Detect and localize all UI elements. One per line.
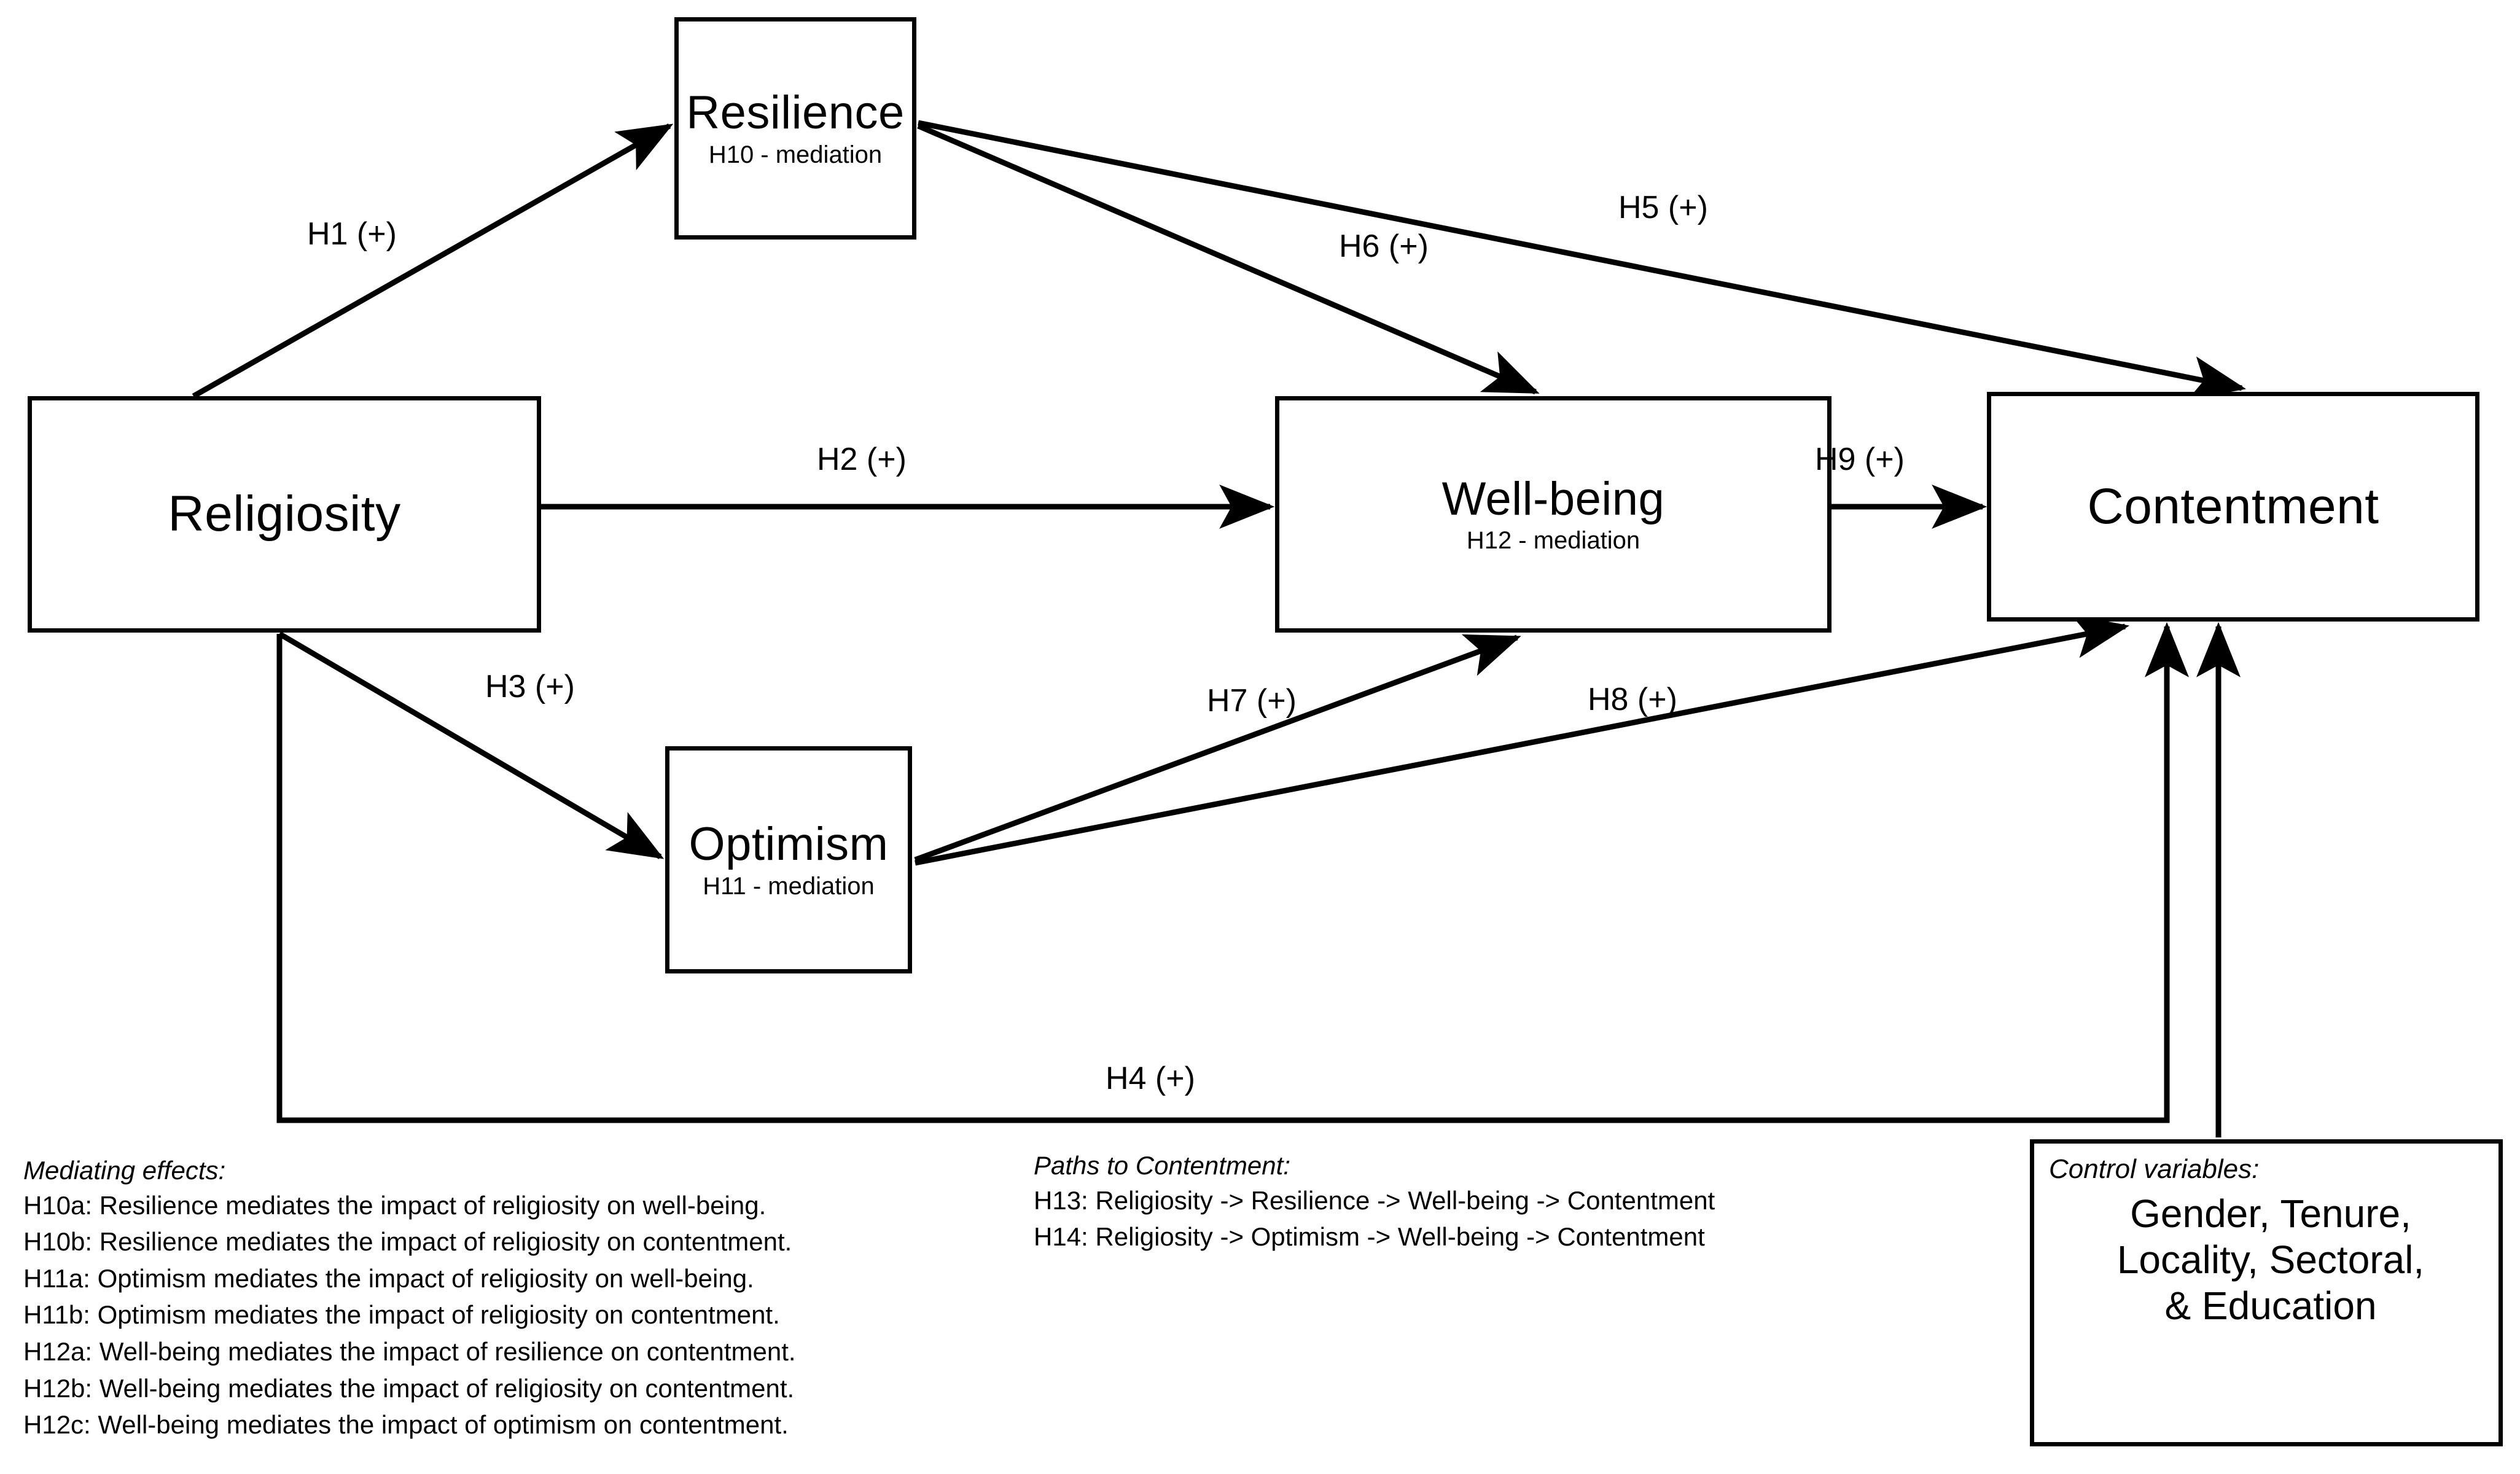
node-resilience-label: Resilience <box>686 87 905 139</box>
path-label-h3: H3 (+) <box>485 669 575 704</box>
control-variables-heading: Control variables: <box>2049 1154 2260 1184</box>
paths-to-contentment-block: Paths to Contentment: H13: Religiosity -… <box>1034 1150 1715 1255</box>
path-line-h7 <box>914 634 1521 863</box>
node-contentment-label: Contentment <box>2087 478 2379 534</box>
node-optimism-sublabel: H11 - mediation <box>703 872 875 900</box>
mediating-effects-heading: Mediating effects: <box>23 1156 226 1185</box>
paths-to-contentment-item: H13: Religiosity -> Resilience -> Well-b… <box>1034 1185 1715 1215</box>
node-resilience-sublabel: H10 - mediation <box>708 141 883 168</box>
path-label-h2: H2 (+) <box>817 442 907 477</box>
path-label-h4: H4 (+) <box>1106 1061 1195 1096</box>
node-wellbeing-label: Well-being <box>1441 472 1665 525</box>
control-variables-line-1: Gender, Tenure, <box>2130 1191 2411 1236</box>
path-line-h3 <box>278 631 665 859</box>
mediating-effects-item: H11a: Optimism mediates the impact of re… <box>23 1263 754 1293</box>
mediating-effects-item: H12c: Well-being mediates the impact of … <box>23 1410 789 1440</box>
node-resilience[interactable]: Resilience H10 - mediation <box>674 17 916 240</box>
node-wellbeing[interactable]: Well-being H12 - mediation <box>1275 396 1831 633</box>
paths-to-contentment-heading: Paths to Contentment: <box>1034 1151 1290 1180</box>
node-wellbeing-sublabel: H12 - mediation <box>1466 527 1640 555</box>
node-religiosity[interactable]: Religiosity <box>28 396 541 633</box>
mediating-effects-item: H12a: Well-being mediates the impact of … <box>23 1337 796 1366</box>
path-line-h1 <box>192 123 674 399</box>
node-contentment[interactable]: Contentment <box>1987 392 2479 622</box>
mediating-effects-item: H11b: Optimism mediates the impact of re… <box>23 1300 780 1330</box>
path-label-h5: H5 (+) <box>1618 190 1708 225</box>
node-optimism-label: Optimism <box>689 818 889 871</box>
control-variables-box[interactable]: Control variables: Gender, Tenure, Local… <box>2030 1139 2503 1446</box>
path-label-h1: H1 (+) <box>307 216 397 252</box>
paths-to-contentment-item: H14: Religiosity -> Optimism -> Well-bei… <box>1034 1222 1705 1252</box>
path-line-h8 <box>915 614 2130 866</box>
path-label-h7: H7 (+) <box>1207 683 1297 719</box>
control-variables-line-2: Locality, Sectoral, <box>2116 1237 2425 1282</box>
control-variables-line-3: & Education <box>2164 1283 2377 1328</box>
path-line-h5 <box>918 120 2247 400</box>
path-line-h4 <box>276 622 2189 1123</box>
mediating-effects-item: H10a: Resilience mediates the impact of … <box>23 1190 767 1220</box>
mediating-effects-item: H12b: Well-being mediates the impact of … <box>23 1373 795 1403</box>
mediating-effects-block: Mediating effects: H10a: Resilience medi… <box>23 1155 796 1443</box>
mediating-effects-item: H10b: Resilience mediates the impact of … <box>23 1227 792 1257</box>
node-optimism[interactable]: Optimism H11 - mediation <box>665 746 912 973</box>
path-label-h6: H6 (+) <box>1339 228 1429 264</box>
path-label-h8: H8 (+) <box>1588 682 1677 717</box>
path-line-h6 <box>917 123 1540 395</box>
node-religiosity-label: Religiosity <box>168 486 401 542</box>
path-label-h9: H9 (+) <box>1815 442 1905 477</box>
